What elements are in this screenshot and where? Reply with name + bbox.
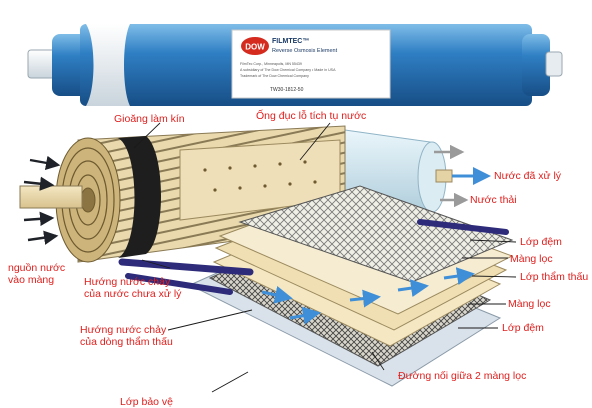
tube-left-nozzle bbox=[27, 49, 57, 79]
dow-logo bbox=[241, 37, 269, 55]
fine-print-2: A subsidiary of The Dow Chemical Company… bbox=[240, 68, 336, 72]
fine-print-3: Trademark of The Dow Chemical Company bbox=[240, 74, 309, 78]
product-subtitle: Reverse Osmosis Element bbox=[272, 48, 338, 54]
fine-print-1: FilmTec Corp., Minneapolis, MN 55439 bbox=[240, 62, 302, 66]
label-permeate-flow-2: của dòng thẩm thấu bbox=[80, 336, 173, 348]
flow-arrow-icon bbox=[397, 279, 429, 298]
tube-white-band bbox=[86, 24, 130, 106]
seal-gasket-band bbox=[118, 136, 161, 258]
label-spacer-top: Lớp đệm bbox=[520, 236, 562, 248]
right-outlet-pipe bbox=[435, 169, 453, 183]
brine-seal-rods bbox=[118, 219, 509, 295]
feed-inlet-arrows bbox=[23, 155, 61, 245]
label-raw-flow-2: của nước chưa xử lý bbox=[84, 288, 182, 300]
product-name: FILMTEC™ bbox=[272, 38, 309, 45]
label-feed-inlet-2: vào màng bbox=[8, 274, 55, 286]
label-spacer-bottom: Lớp đệm bbox=[502, 322, 544, 334]
inlet-arrow-icon bbox=[23, 211, 55, 227]
membrane-tube-photo: DOW FILMTEC™ Reverse Osmosis Element Fil… bbox=[27, 24, 563, 106]
label-protective-layer: Lớp bảo vệ bbox=[120, 396, 174, 408]
label-permeate-flow-1: Hướng nước chảy bbox=[80, 324, 167, 336]
flow-arrow-icon bbox=[289, 306, 321, 325]
top-spacer-mesh bbox=[238, 185, 514, 283]
inlet-arrow-icon bbox=[29, 155, 61, 170]
label-seal-gasket: Gioăng làm kín bbox=[114, 113, 185, 125]
tube-right-nozzle bbox=[545, 51, 563, 77]
label-seam: Đường nối giữa 2 màng lọc bbox=[398, 370, 527, 382]
label-feed-inlet-1: nguồn nước bbox=[8, 262, 66, 274]
label-raw-flow-1: Hướng nước chảy bbox=[84, 276, 171, 288]
leader-lines bbox=[133, 122, 517, 393]
inlet-pipe bbox=[19, 185, 83, 209]
model-number: TW30-1812-50 bbox=[270, 87, 304, 93]
label-membrane-bottom: Màng lọc bbox=[508, 298, 551, 310]
label-permeate-layer: Lớp thẩm thấu bbox=[520, 271, 589, 283]
tube-perforations bbox=[203, 160, 317, 192]
permeate-flow-arrows bbox=[261, 267, 475, 325]
flow-arrow-icon bbox=[443, 267, 475, 286]
inlet-arrow-icon bbox=[27, 230, 59, 245]
flow-arrow-icon bbox=[261, 286, 293, 304]
inlet-arrow-icon bbox=[23, 176, 55, 191]
label-membrane-top: Màng lọc bbox=[510, 253, 553, 265]
label-waste-water: Nước thải bbox=[470, 194, 517, 206]
unrolled-layers bbox=[188, 185, 514, 387]
flow-arrow-icon bbox=[349, 289, 381, 308]
tube-right-end bbox=[522, 34, 550, 96]
label-collection-tube: Ống đục lỗ tích tụ nước bbox=[256, 110, 367, 122]
label-clean-water: Nước đã xử lý bbox=[494, 170, 562, 182]
dow-logo-text: DOW bbox=[245, 43, 265, 52]
